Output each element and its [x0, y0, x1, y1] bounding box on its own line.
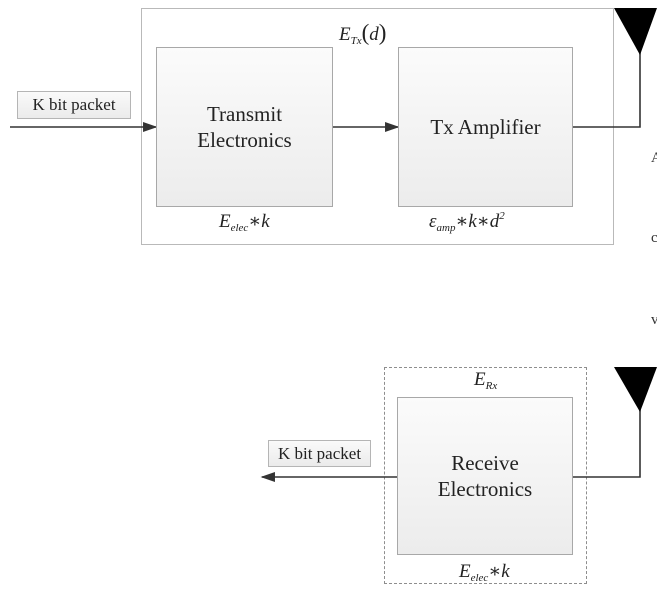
tx-electronics-energy-equation: Eelec∗k: [219, 211, 270, 234]
receive-electronics-block: Receive Electronics: [397, 397, 573, 555]
receiver-frame: [384, 367, 587, 584]
rx-antenna-feed: [573, 400, 641, 478]
clipped-text-v: v: [651, 312, 657, 328]
clipped-text-c: c: [651, 230, 657, 246]
rx-energy-equation: ERx: [474, 369, 498, 392]
receive-electronics-line2: Electronics: [437, 477, 533, 501]
tx-energy-equation: ETx(d): [339, 20, 387, 47]
rx-packet-label: K bit packet: [268, 440, 371, 467]
tx-amplifier-label: Tx Amplifier: [430, 114, 541, 139]
rx-antenna-icon: [614, 367, 657, 412]
transmit-electronics-block: Transmit Electronics: [156, 47, 333, 207]
rx-electronics-energy-equation: Eelec∗k: [459, 561, 510, 584]
tx-antenna-icon: [614, 8, 657, 55]
tx-packet-label: K bit packet: [17, 91, 131, 119]
clipped-text-a: A: [651, 150, 657, 166]
tx-antenna-feed: [573, 40, 641, 128]
transmit-electronics-line2: Electronics: [197, 128, 292, 152]
tx-amplifier-block: Tx Amplifier: [398, 47, 573, 207]
receive-electronics-line1: Receive: [451, 450, 519, 475]
transmit-electronics-line1: Transmit: [206, 101, 283, 126]
amplifier-energy-equation: εamp∗k∗d2: [429, 210, 505, 234]
